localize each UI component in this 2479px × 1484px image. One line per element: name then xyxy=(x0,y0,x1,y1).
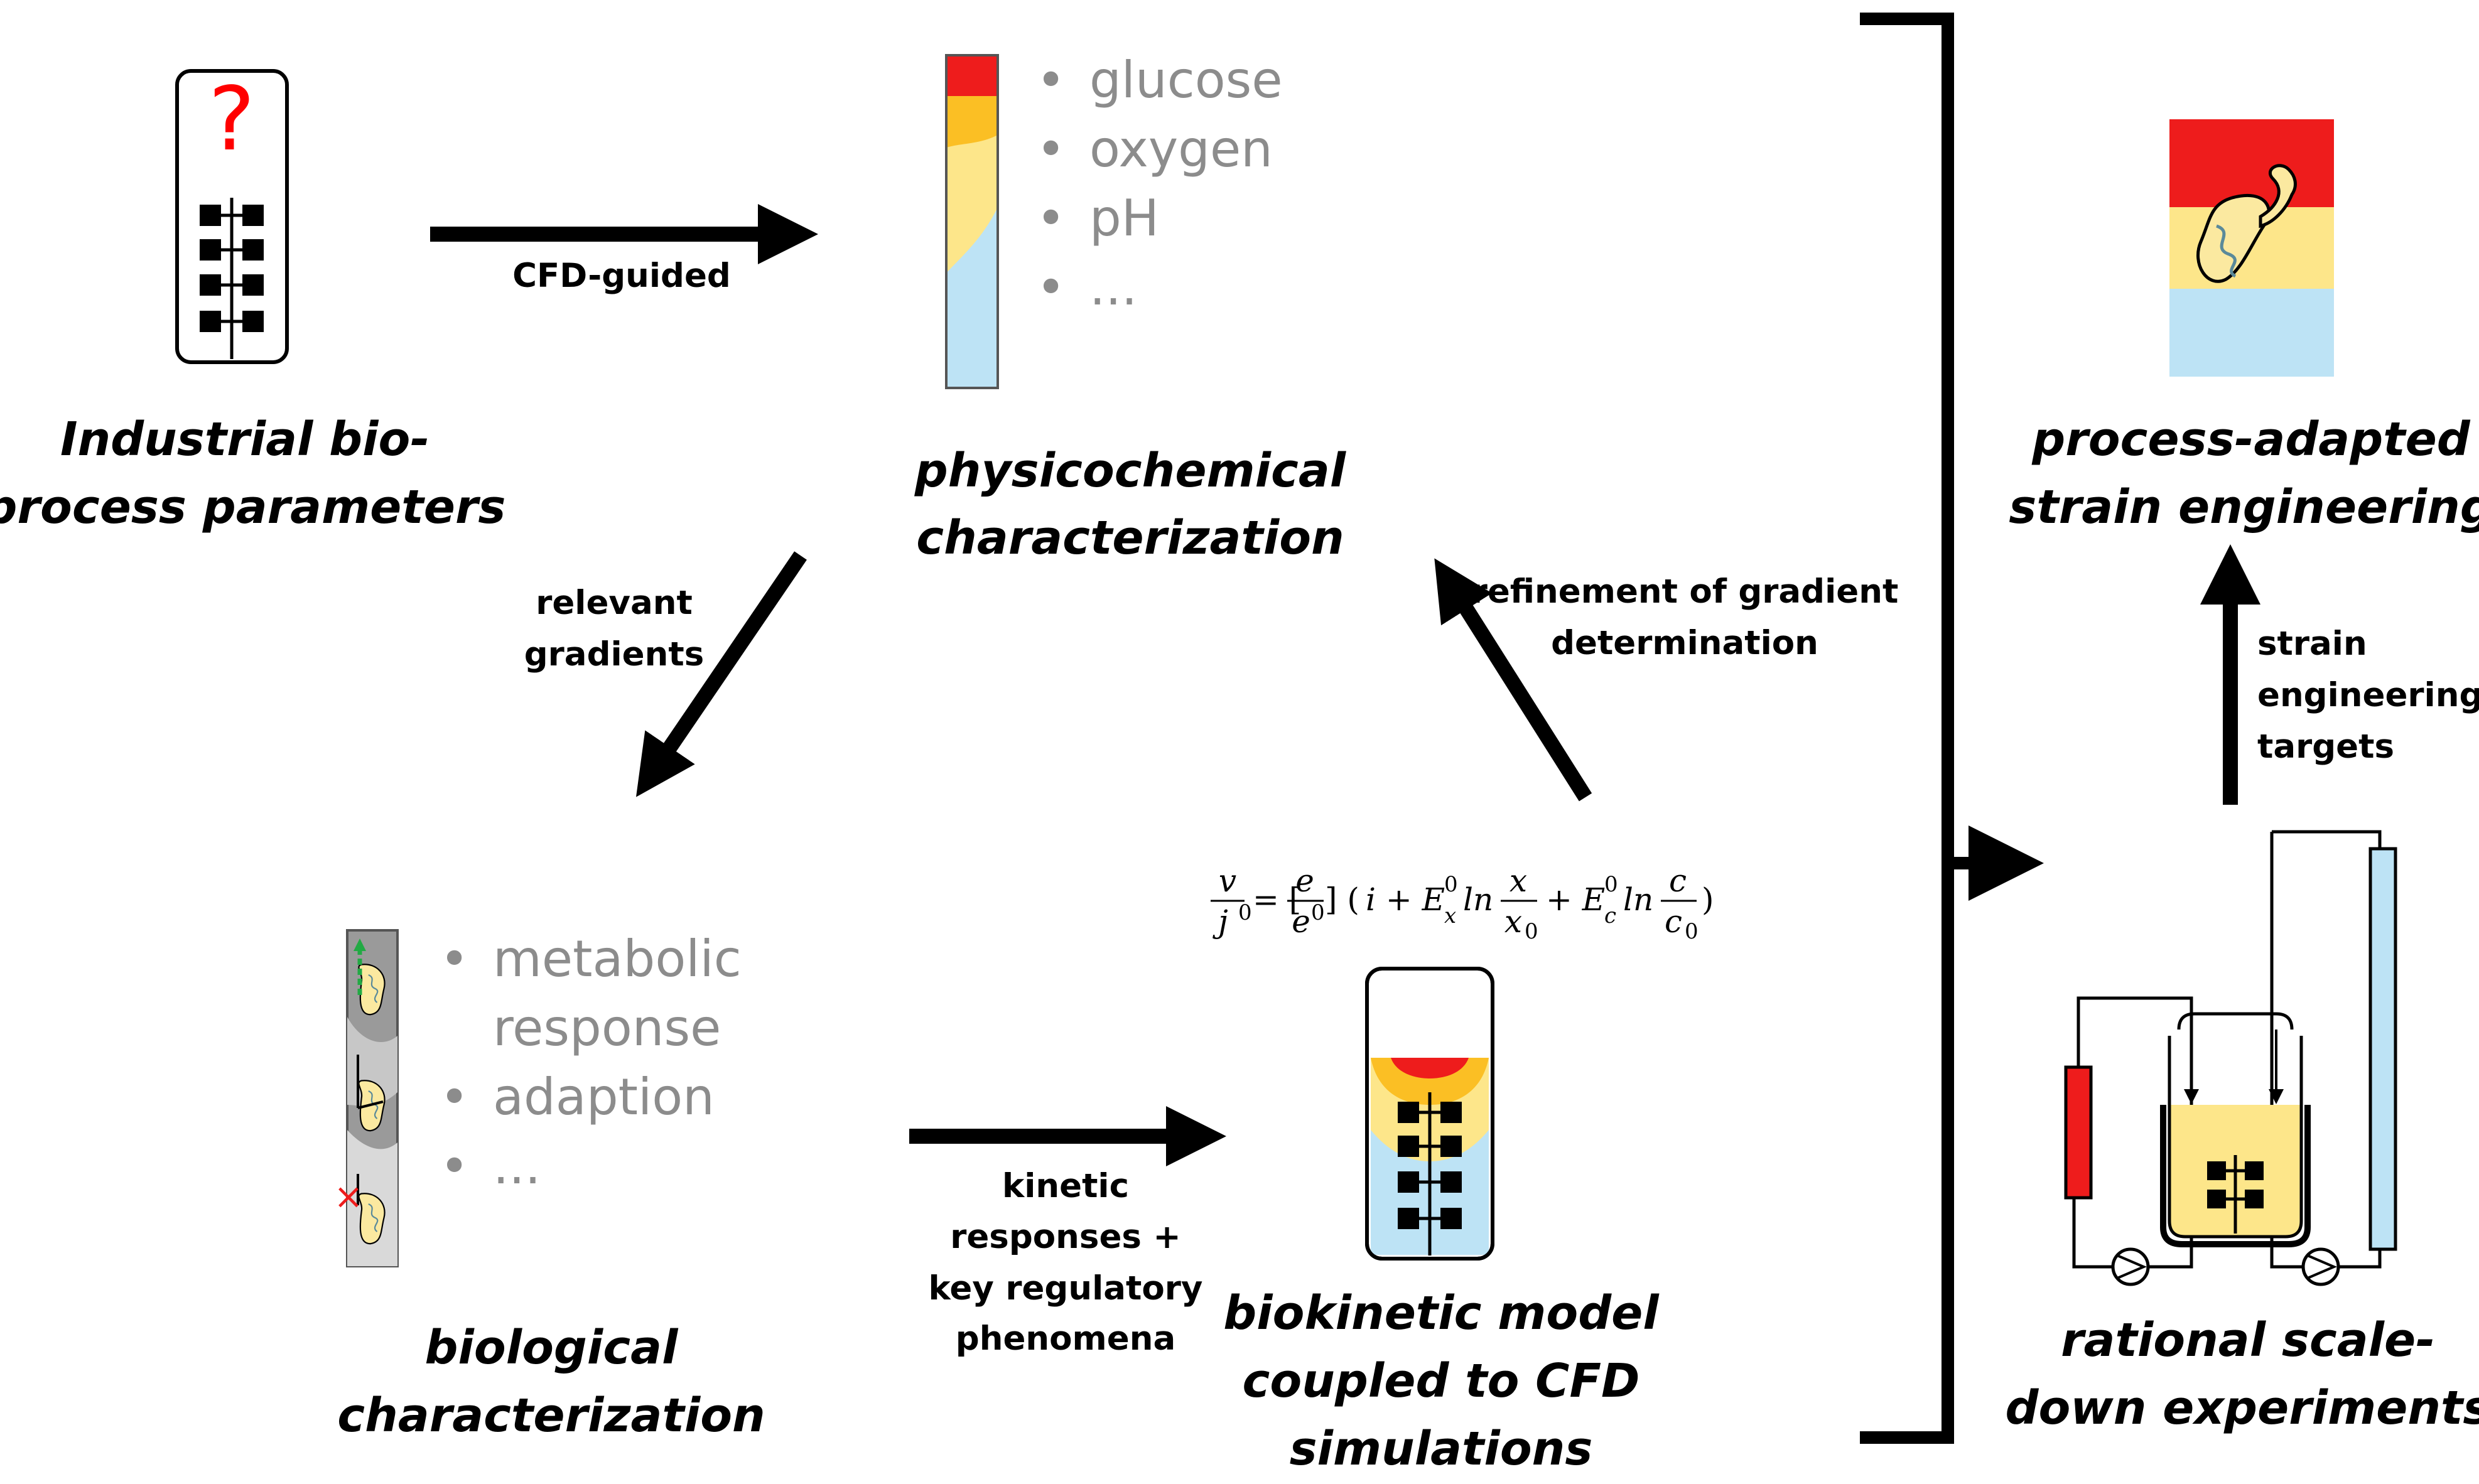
relevant-gradients-label-line2: gradients xyxy=(524,635,705,674)
svg-text:•: • xyxy=(1036,189,1066,247)
physicochemical-title-line1: physicochemical xyxy=(914,444,1347,498)
piping xyxy=(2072,830,2382,1269)
scaledown-title-line1: rational scale- xyxy=(2061,1313,2435,1367)
strain-targets-label-line2: engineering xyxy=(2257,676,2479,714)
pump-left-icon xyxy=(2111,1247,2150,1286)
svg-text:c: c xyxy=(1604,903,1616,928)
svg-text:•: • xyxy=(1036,258,1066,316)
question-mark: ? xyxy=(208,68,255,171)
kinetic-label-line2: responses + xyxy=(950,1218,1181,1256)
cfd-guided-arrow: CFD-guided xyxy=(430,204,818,295)
cell-icon-blocked: × xyxy=(334,1174,386,1245)
scaledown-reactor xyxy=(2160,1012,2311,1247)
bullet-response: response xyxy=(493,999,721,1057)
scaledown-title-line2: down experiments xyxy=(2006,1381,2479,1435)
svg-text:x: x xyxy=(1444,903,1456,928)
biological-stage: × • metabolic response • adaption • ... … xyxy=(334,929,765,1443)
red-exchanger xyxy=(2064,1065,2093,1200)
svg-text:0: 0 xyxy=(1238,900,1252,925)
bullet-oxygen: oxygen xyxy=(1089,120,1273,178)
biological-title-line2: characterization xyxy=(337,1389,765,1443)
svg-text:x: x xyxy=(1504,903,1522,940)
kinetic-responses-arrow: kinetic responses + key regulatory pheno… xyxy=(909,1106,1226,1358)
kinetic-label-line3: key regulatory xyxy=(929,1269,1203,1308)
industrial-title-line2: process parameters xyxy=(0,480,505,534)
muscular-cell-icon xyxy=(2196,164,2297,283)
physicochemical-title-line2: characterization xyxy=(916,511,1344,565)
pump-right-icon xyxy=(2301,1247,2340,1286)
strain-title-line2: strain engineering xyxy=(2009,480,2479,534)
cfd-guided-label: CFD-guided xyxy=(512,257,731,295)
cell-icon-up xyxy=(354,938,386,1016)
kinetic-equation: v j 0 = [ e e 0 ] ( i + E 0 x ln x x 0 +… xyxy=(1211,863,1714,944)
refinement-label-line2: determination xyxy=(1551,624,1818,662)
svg-text:•: • xyxy=(1036,120,1066,178)
physicochemical-bullets: • glucose • oxygen • pH • ... xyxy=(1036,51,1283,316)
svg-text:i + E: i + E xyxy=(1366,881,1445,918)
impeller-icon xyxy=(200,198,264,359)
gradient-column xyxy=(945,54,999,389)
physicochemical-stage: • glucose • oxygen • pH • ... physicoche… xyxy=(914,51,1347,565)
svg-text:] (: ] ( xyxy=(1325,881,1359,918)
svg-text:0: 0 xyxy=(1311,900,1325,925)
svg-text:•: • xyxy=(1036,51,1066,109)
biokinetic-stage: v j 0 = [ e e 0 ] ( i + E 0 x ln x x 0 +… xyxy=(1211,863,1714,1476)
svg-text:ln: ln xyxy=(1623,881,1653,918)
svg-text:0: 0 xyxy=(1444,872,1458,897)
kinetic-label-line1: kinetic xyxy=(1002,1167,1129,1205)
blocked-x-icon: × xyxy=(334,1176,364,1217)
svg-text:ln: ln xyxy=(1463,881,1493,918)
bullet-metabolic: metabolic xyxy=(493,930,742,988)
strain-stage: process-adapted strain engineering xyxy=(2009,119,2479,534)
svg-text:e: e xyxy=(1295,863,1314,899)
strain-targets-label-line1: strain xyxy=(2257,625,2367,663)
bullet-glucose: glucose xyxy=(1089,51,1283,109)
refinement-arrow: refinement of gradient determination xyxy=(1434,558,1899,802)
right-bracket xyxy=(1860,13,2044,1444)
svg-text:•: • xyxy=(440,1068,469,1126)
svg-text:+ E: + E xyxy=(1546,881,1605,918)
svg-text:•: • xyxy=(440,1137,469,1195)
industrial-title-line1: Industrial bio- xyxy=(60,412,429,466)
biokinetic-reactor xyxy=(1365,967,1494,1261)
svg-text:v: v xyxy=(1219,863,1236,899)
relevant-gradients-arrow: relevant gradients xyxy=(524,551,807,797)
strain-targets-arrow: strain engineering targets xyxy=(2200,544,2479,805)
blue-column xyxy=(2368,847,2397,1251)
svg-text:j: j xyxy=(1212,903,1228,940)
biokinetic-title-line3: simulations xyxy=(1290,1422,1593,1476)
biokinetic-title-line2: coupled to CFD xyxy=(1243,1354,1640,1408)
kinetic-label-line4: phenomena xyxy=(956,1320,1175,1358)
scaledown-setup: rational scale- down experiments xyxy=(2006,830,2479,1435)
bullet-ph: pH xyxy=(1089,189,1159,247)
bullet-ellipsis-bio: ... xyxy=(493,1137,541,1195)
industrial-stage: ? Industrial bio- process parameters xyxy=(0,68,505,534)
svg-text:c: c xyxy=(1665,903,1682,940)
strain-title-line1: process-adapted xyxy=(2031,412,2471,466)
bullet-adaption: adaption xyxy=(493,1068,715,1126)
biological-bullets: • metabolic response • adaption • ... xyxy=(440,930,742,1195)
svg-text:x: x xyxy=(1510,863,1527,899)
biokinetic-title-line1: biokinetic model xyxy=(1223,1286,1660,1340)
svg-text:c: c xyxy=(1669,863,1687,899)
svg-text:0: 0 xyxy=(1604,872,1618,897)
biological-title-line1: biological xyxy=(425,1321,679,1375)
svg-text:•: • xyxy=(440,930,469,988)
svg-text:e: e xyxy=(1292,903,1310,940)
strain-targets-label-line3: targets xyxy=(2257,728,2394,766)
refinement-label-line1: refinement of gradient xyxy=(1471,573,1899,611)
strain-block xyxy=(2169,119,2334,377)
bullet-ellipsis: ... xyxy=(1089,258,1137,316)
relevant-gradients-label-line1: relevant xyxy=(536,584,693,622)
svg-text:0: 0 xyxy=(1685,919,1699,944)
svg-text:0: 0 xyxy=(1525,919,1538,944)
cell-icon-right xyxy=(357,1055,386,1132)
svg-text:= [: = [ xyxy=(1253,881,1301,918)
svg-text:): ) xyxy=(1702,881,1714,918)
